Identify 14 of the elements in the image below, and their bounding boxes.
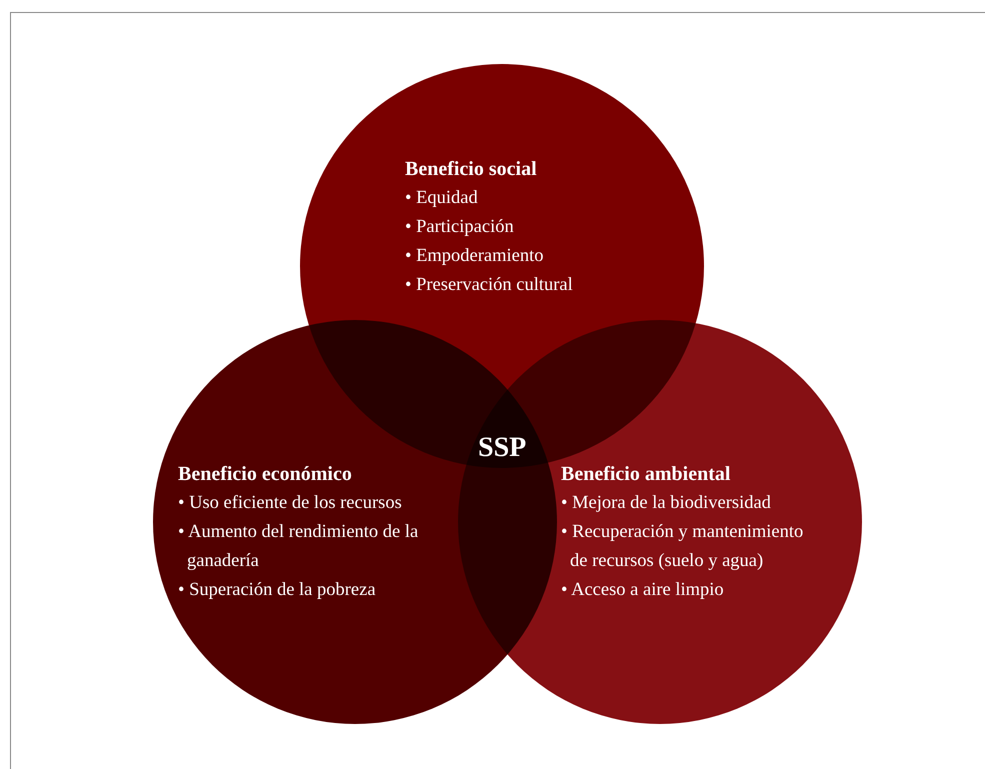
bullet-item: • Acceso a aire limpio [561,579,725,602]
bullet-item: • Aumento del rendimiento de la ganadería [178,521,420,573]
bullet-item: • Uso eficiente de los recursos [178,492,403,515]
bullet-item: • Mejora de la biodiversidad [561,492,772,515]
center-label: SSP [478,432,526,464]
bullet-item: • Equidad [405,187,479,210]
bullet-item: • Superación de la pobreza [178,579,377,602]
circle-heading: Beneficio social [405,157,538,182]
bullet-item: • Participación [405,216,515,239]
bullet-item: • Recuperación y mantenimiento de recursos (suelo y agua) [561,521,804,573]
circle-heading: Beneficio ambiental [561,462,732,487]
bullet-item: • Empoderamiento [405,245,545,268]
bullet-item: • Preservación cultural [405,274,574,297]
circle-heading: Beneficio económico [178,462,353,487]
